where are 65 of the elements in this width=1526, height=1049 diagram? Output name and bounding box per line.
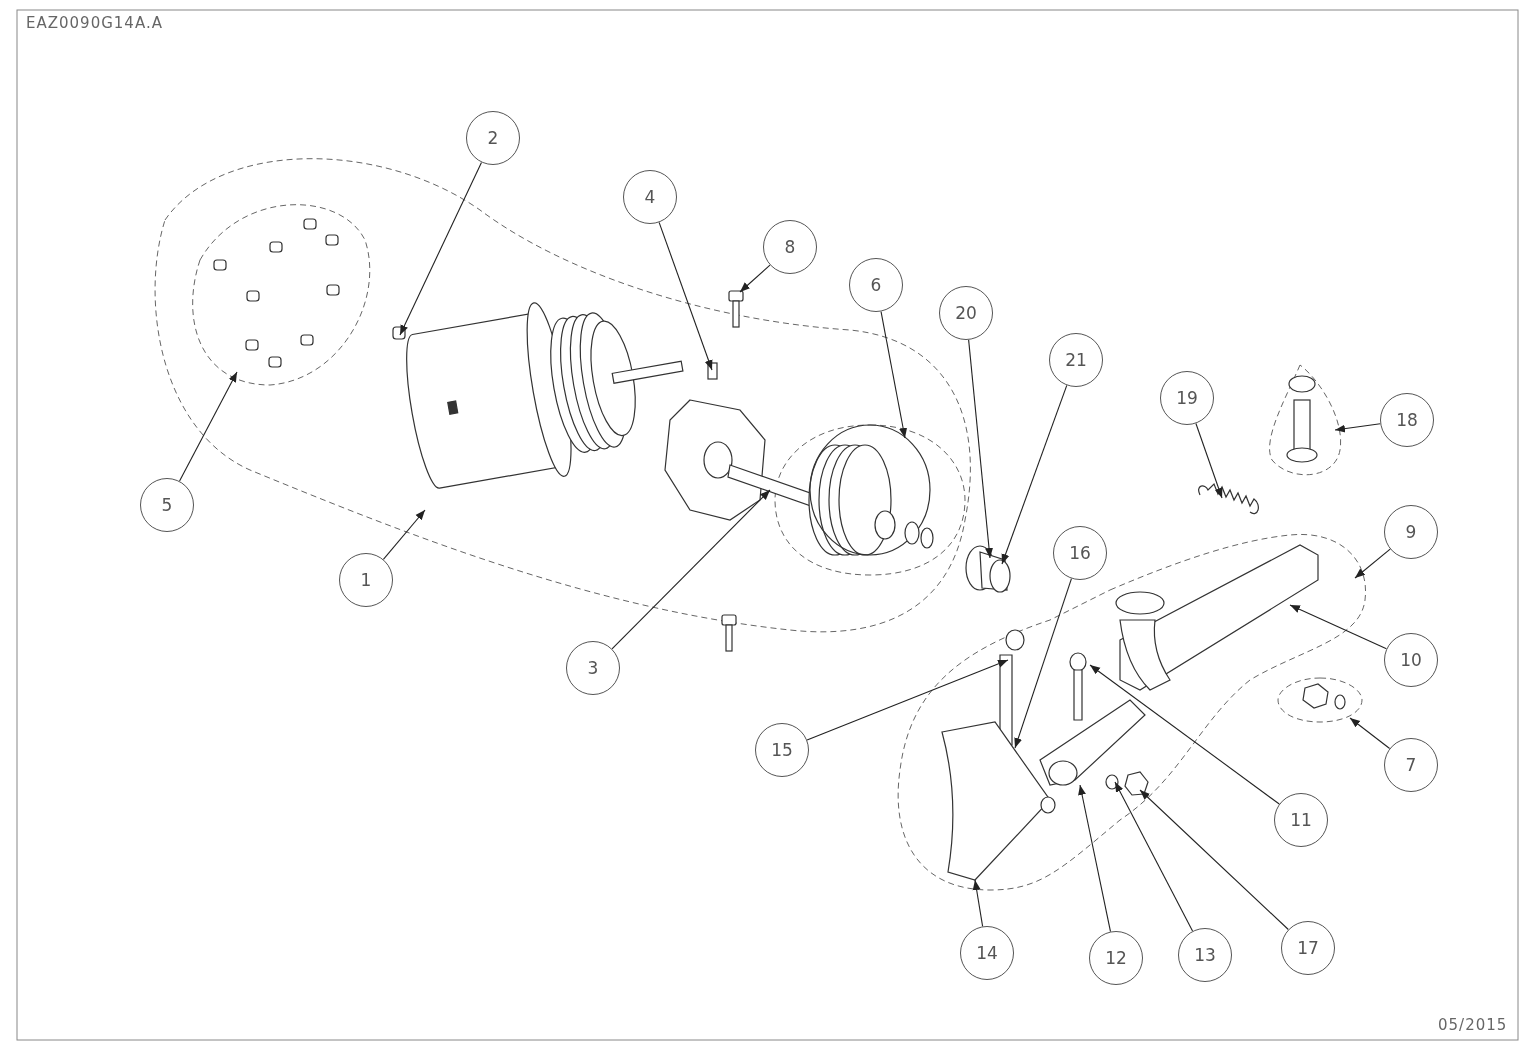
callout-number: 21 <box>1065 350 1087 370</box>
leader-line <box>179 371 238 482</box>
callout-circle <box>939 286 993 340</box>
leader-line <box>1014 578 1072 749</box>
callout-number: 5 <box>161 495 173 515</box>
callout-circle <box>566 641 620 695</box>
callout-number: 16 <box>1069 543 1091 563</box>
callout-circle <box>755 723 809 777</box>
revision-date: 05/2015 <box>1438 1016 1508 1034</box>
callout-circle <box>1160 371 1214 425</box>
callout-circle <box>1178 928 1232 982</box>
callout-circle <box>140 478 194 532</box>
callout-number: 9 <box>1405 522 1417 542</box>
leader-line <box>1089 664 1280 805</box>
callout-number: 15 <box>771 740 793 760</box>
callout-number: 2 <box>487 128 499 148</box>
leader-line <box>611 489 771 650</box>
leader-line <box>739 264 771 293</box>
callout-number: 8 <box>784 237 796 257</box>
callout-circle <box>339 553 393 607</box>
leader-line <box>1195 422 1223 499</box>
leader-line <box>1139 789 1289 931</box>
callout-number: 18 <box>1396 410 1418 430</box>
leader-line <box>1289 604 1387 650</box>
callout-circle <box>1089 931 1143 985</box>
leader-line <box>1078 784 1112 933</box>
leader-line <box>1001 384 1068 565</box>
callout-number: 20 <box>955 303 977 323</box>
callout-circle <box>623 170 677 224</box>
callout-circle <box>763 220 817 274</box>
callout-circle <box>1384 505 1438 559</box>
leader-line <box>1114 781 1194 932</box>
callout-circle <box>1049 333 1103 387</box>
leader-line <box>806 659 1009 741</box>
callout-circle <box>1274 793 1328 847</box>
leader-line <box>1349 717 1391 750</box>
callout-number: 13 <box>1194 945 1216 965</box>
callout-number: 19 <box>1176 388 1198 408</box>
leader-line <box>968 339 993 559</box>
drawing-number: EAZ0090G14A.A <box>26 14 163 32</box>
callout-number: 17 <box>1297 938 1319 958</box>
callout-number: 4 <box>644 187 656 207</box>
leader-line <box>382 509 426 560</box>
leader-line <box>1334 423 1381 433</box>
callout-circle <box>1384 738 1438 792</box>
callout-circle <box>466 111 520 165</box>
callout-circle <box>1384 633 1438 687</box>
callout-number: 12 <box>1105 948 1127 968</box>
callout-number: 7 <box>1405 755 1417 775</box>
leader-line <box>658 221 713 371</box>
callout-number: 6 <box>870 275 882 295</box>
callout-circle <box>1053 526 1107 580</box>
callout-number: 11 <box>1290 810 1312 830</box>
callout-number: 14 <box>976 943 998 963</box>
callout-number: 1 <box>360 570 372 590</box>
callout-circle <box>1380 393 1434 447</box>
callout-circle <box>849 258 903 312</box>
callout-circle <box>1281 921 1335 975</box>
callout-number: 10 <box>1400 650 1422 670</box>
callout-circle <box>960 926 1014 980</box>
leader-line <box>880 310 908 439</box>
leader-line <box>972 879 984 927</box>
leader-line <box>399 161 483 336</box>
leader-line <box>1354 548 1391 579</box>
callout-number: 3 <box>587 658 599 678</box>
